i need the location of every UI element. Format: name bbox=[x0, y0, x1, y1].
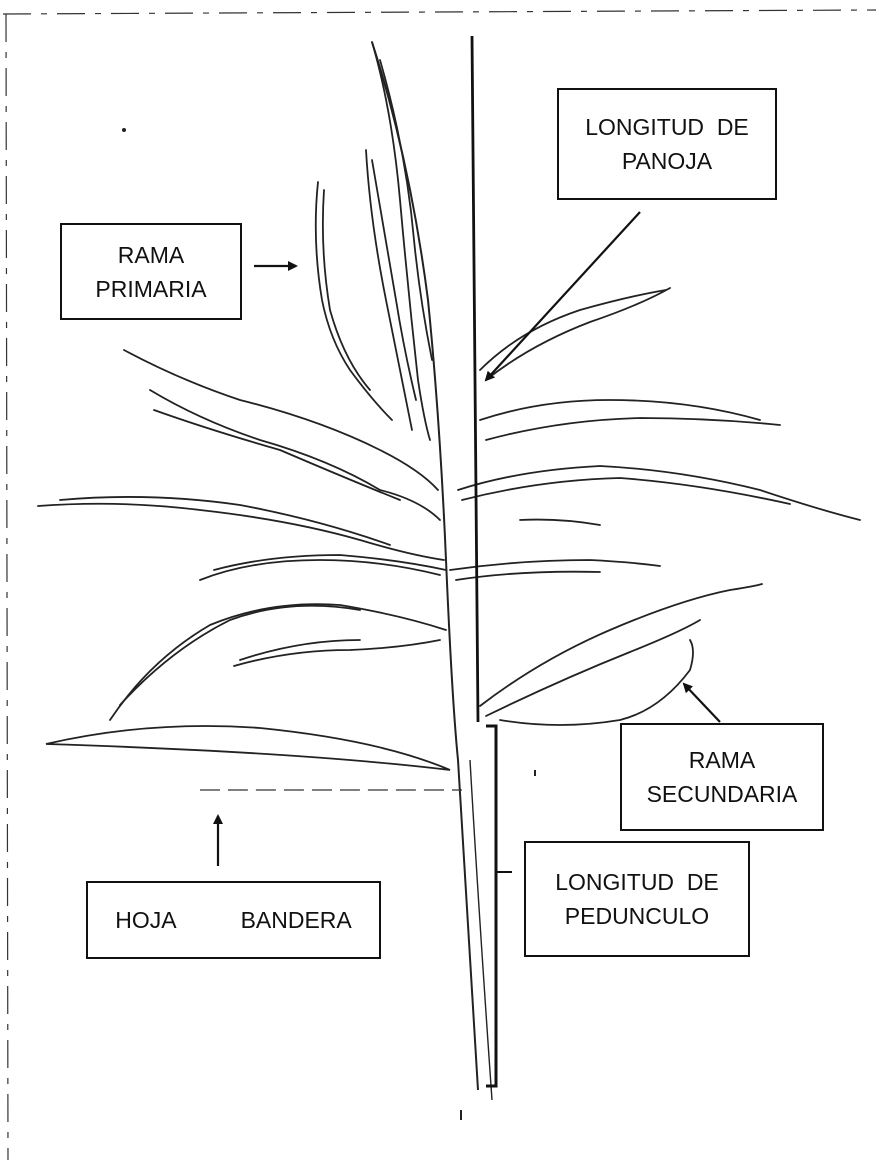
peduncle-length-label-line2: PEDUNCULO bbox=[565, 899, 709, 933]
panicle-length-arrow bbox=[486, 212, 640, 380]
peduncle-length-label-line1: LONGITUD DE bbox=[555, 865, 719, 899]
secondary-branch-label: RAMA SECUNDARIA bbox=[620, 723, 824, 831]
secondary-branch-label-line1: RAMA bbox=[689, 743, 755, 777]
flag-leaf-label-word1: HOJA bbox=[115, 903, 176, 937]
panicle-length-label-line1: LONGITUD DE bbox=[585, 110, 749, 144]
peduncle-length-label: LONGITUD DE PEDUNCULO bbox=[524, 841, 750, 957]
stem-outline bbox=[470, 760, 492, 1100]
secondary-branch-label-line2: SECUNDARIA bbox=[647, 777, 798, 811]
flag-leaf-label-word2: BANDERA bbox=[241, 903, 352, 937]
flag-leaf-shape bbox=[46, 726, 450, 770]
panicle-length-label: LONGITUD DE PANOJA bbox=[557, 88, 777, 200]
primary-branch-label-line1: RAMA bbox=[118, 238, 184, 272]
panicle-length-label-line2: PANOJA bbox=[622, 144, 712, 178]
primary-branch-label: RAMA PRIMARIA bbox=[60, 223, 242, 320]
flag-leaf-label: HOJA BANDERA bbox=[86, 881, 381, 959]
panicle-length-line bbox=[472, 36, 478, 722]
secondary-branch-arrow bbox=[684, 684, 720, 722]
primary-branch-label-line2: PRIMARIA bbox=[95, 272, 206, 306]
